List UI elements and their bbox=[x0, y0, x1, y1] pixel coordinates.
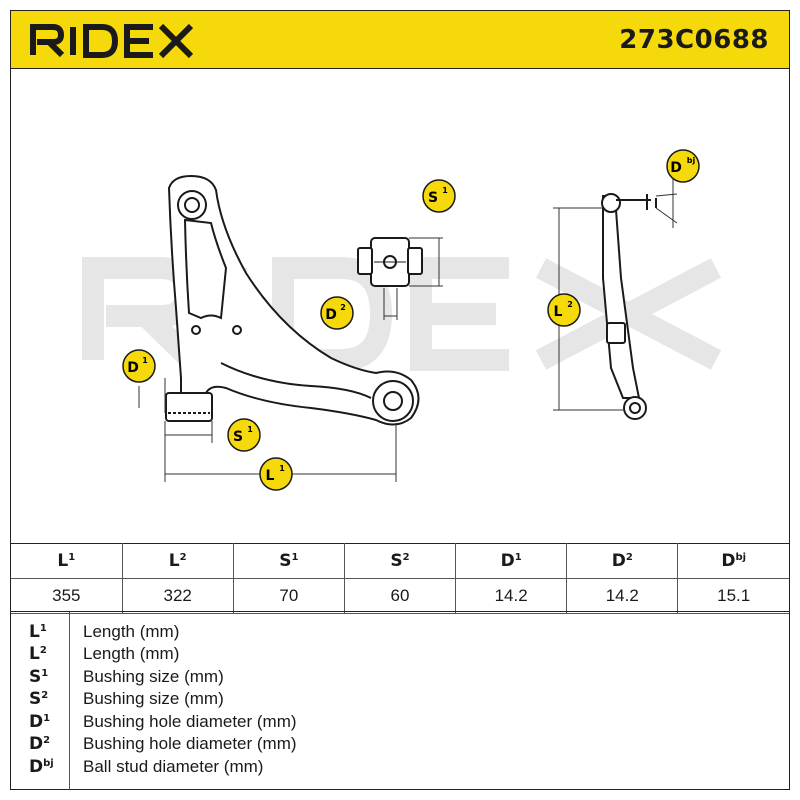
value-cell-l1: 355 bbox=[11, 578, 123, 614]
svg-text:S: S bbox=[233, 429, 243, 445]
value-cell-s1: 70 bbox=[232, 578, 345, 614]
legend-item: D1 Bushing hole diameter (mm) bbox=[11, 712, 789, 734]
legend-code: L1 bbox=[29, 622, 47, 642]
svg-text:L: L bbox=[554, 304, 563, 320]
legend-code: D2 bbox=[29, 734, 51, 754]
label-d2: D 2 bbox=[320, 296, 354, 330]
header-cell-l1: L1 bbox=[11, 543, 123, 579]
svg-text:1: 1 bbox=[247, 425, 253, 434]
svg-text:D: D bbox=[325, 307, 337, 323]
svg-text:bj: bj bbox=[687, 156, 696, 165]
header-cell-s1: S1 bbox=[232, 543, 345, 579]
value-cell-s2: 60 bbox=[343, 578, 457, 614]
legend-code: S1 bbox=[29, 667, 49, 687]
svg-text:D: D bbox=[670, 160, 682, 176]
label-d1: D 1 bbox=[122, 349, 156, 383]
legend-item: L1 Length (mm) bbox=[11, 622, 789, 644]
value-cell-dbj: 15.1 bbox=[677, 578, 789, 614]
legend-code: D1 bbox=[29, 712, 51, 732]
spec-sheet: 273C0688 bbox=[10, 10, 790, 790]
brand-logo bbox=[29, 21, 199, 64]
legend-item: S2 Bushing size (mm) bbox=[11, 689, 789, 711]
label-s1-bottom: S 1 bbox=[227, 418, 261, 452]
header-cell-l2: L2 bbox=[121, 543, 234, 579]
legend-item: S1 Bushing size (mm) bbox=[11, 667, 789, 689]
svg-text:2: 2 bbox=[567, 300, 573, 309]
header-cell-d2: D2 bbox=[566, 543, 679, 579]
label-l1: L 1 bbox=[259, 457, 293, 491]
legend-desc: Ball stud diameter (mm) bbox=[83, 757, 264, 776]
legend-desc: Bushing size (mm) bbox=[83, 689, 224, 708]
header-cell-s2: S2 bbox=[343, 543, 457, 579]
legend-desc: Length (mm) bbox=[83, 622, 180, 641]
bushing-drawing bbox=[357, 237, 423, 287]
dimension-header-row: L1 L2 S1 S2 D1 D2 Dbj bbox=[11, 543, 789, 579]
header-cell-d1: D1 bbox=[455, 543, 568, 579]
svg-text:L: L bbox=[266, 468, 275, 484]
legend-item: L2 Length (mm) bbox=[11, 644, 789, 666]
part-number: 273C0688 bbox=[619, 25, 769, 55]
label-l2: L 2 bbox=[547, 293, 581, 327]
legend-desc: Bushing hole diameter (mm) bbox=[83, 734, 297, 753]
legend: L1 Length (mm) L2 Length (mm) S1 Bushing… bbox=[11, 611, 789, 790]
value-cell-d1: 14.2 bbox=[455, 578, 568, 614]
legend-desc: Bushing size (mm) bbox=[83, 667, 224, 686]
control-arm-drawing bbox=[165, 174, 420, 426]
label-s1-top: S 1 bbox=[422, 179, 456, 213]
svg-text:2: 2 bbox=[340, 303, 346, 312]
svg-text:S: S bbox=[428, 190, 438, 206]
dimension-value-row: 355 322 70 60 14.2 14.2 15.1 bbox=[11, 578, 789, 614]
legend-desc: Bushing hole diameter (mm) bbox=[83, 712, 297, 731]
svg-text:1: 1 bbox=[142, 356, 148, 365]
header-bar: 273C0688 bbox=[11, 11, 789, 69]
legend-code: S2 bbox=[29, 689, 49, 709]
ridex-logo-icon bbox=[30, 23, 194, 59]
legend-divider bbox=[69, 612, 70, 790]
value-cell-l2: 322 bbox=[121, 578, 234, 614]
svg-text:D: D bbox=[127, 360, 139, 376]
legend-item: D2 Bushing hole diameter (mm) bbox=[11, 734, 789, 756]
legend-item: Dbj Ball stud diameter (mm) bbox=[11, 757, 789, 779]
dimension-lines bbox=[138, 178, 678, 482]
label-dbj: D bj bbox=[666, 149, 700, 183]
svg-text:1: 1 bbox=[279, 464, 285, 473]
legend-desc: Length (mm) bbox=[83, 644, 180, 663]
header-cell-dbj: Dbj bbox=[677, 543, 789, 579]
technical-drawing: S 1 D 2 L 2 D bj D 1 bbox=[11, 68, 789, 543]
side-view-drawing bbox=[601, 193, 657, 420]
legend-code: Dbj bbox=[29, 757, 54, 777]
svg-text:1: 1 bbox=[442, 186, 448, 195]
legend-code: L2 bbox=[29, 644, 47, 664]
dimension-table: L1 L2 S1 S2 D1 D2 Dbj 355 322 70 60 14.2… bbox=[11, 543, 789, 614]
value-cell-d2: 14.2 bbox=[566, 578, 679, 614]
